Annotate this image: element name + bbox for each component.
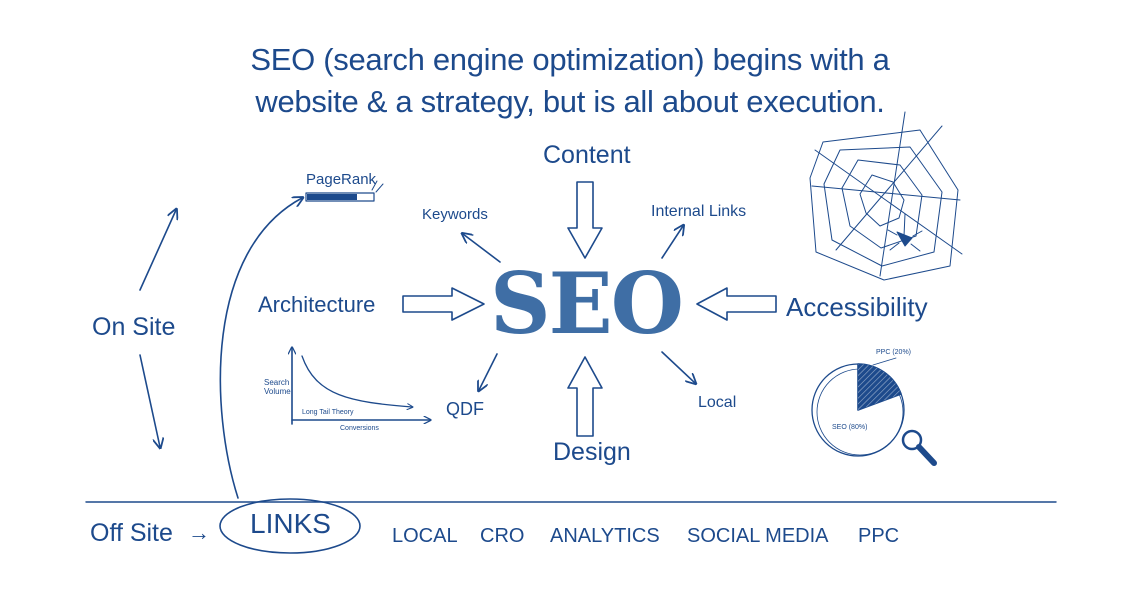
qdf-arrow <box>479 353 498 390</box>
on-site-label: On Site <box>92 313 176 341</box>
bottom-item-cro: CRO <box>480 525 525 547</box>
node-internal-links: Internal Links <box>651 203 747 220</box>
bottom-item-local: LOCAL <box>392 525 458 547</box>
internal-links-arrow <box>661 226 683 259</box>
links-ellipse <box>219 498 361 554</box>
node-local: Local <box>698 394 737 411</box>
title-line-2: website & a strategy, but is all about e… <box>255 84 885 119</box>
long-tail-y-label-2: Volume <box>264 387 291 396</box>
spider-web-icon <box>809 111 963 281</box>
on-site-up-arrow <box>139 210 176 291</box>
pie-seo-label: SEO (80%) <box>832 424 868 431</box>
links-to-pagerank-curve <box>219 198 302 499</box>
long-tail-curve-label: Long Tail Theory <box>302 409 354 416</box>
design-arrow <box>567 356 603 437</box>
bottom-item-ppc: PPC <box>858 525 900 547</box>
architecture-arrow <box>402 287 485 321</box>
bottom-item-analytics: ANALYTICS <box>550 525 660 547</box>
seo-center-label: SEO <box>490 254 684 353</box>
long-tail-x-label: Conversions <box>340 425 379 432</box>
off-site-arrow: → <box>188 520 210 545</box>
node-design: Design <box>553 438 631 466</box>
node-content: Content <box>543 141 631 169</box>
magnifier-icon <box>901 429 937 466</box>
title-line-1: SEO (search engine optimization) begins … <box>250 42 890 77</box>
node-keywords: Keywords <box>422 206 488 223</box>
node-qdf: QDF <box>446 399 484 419</box>
long-tail-y-label-1: Search <box>264 378 290 387</box>
bottom-item-social-media: SOCIAL MEDIA <box>687 525 829 547</box>
pie-chart <box>811 357 905 457</box>
content-arrow <box>567 181 603 259</box>
pie-ppc-label: PPC (20%) <box>876 349 912 356</box>
pagerank-bar-icon <box>305 180 384 202</box>
keywords-arrow <box>463 234 501 263</box>
accessibility-arrow <box>696 287 777 321</box>
off-site-label: Off Site <box>90 519 173 547</box>
local-arrow <box>661 351 695 383</box>
node-pagerank: PageRank <box>306 171 377 188</box>
long-tail-chart <box>292 348 430 425</box>
links-label: LINKS <box>250 508 331 539</box>
node-accessibility: Accessibility <box>786 292 928 322</box>
on-site-down-arrow <box>139 354 160 447</box>
node-architecture: Architecture <box>258 292 376 317</box>
